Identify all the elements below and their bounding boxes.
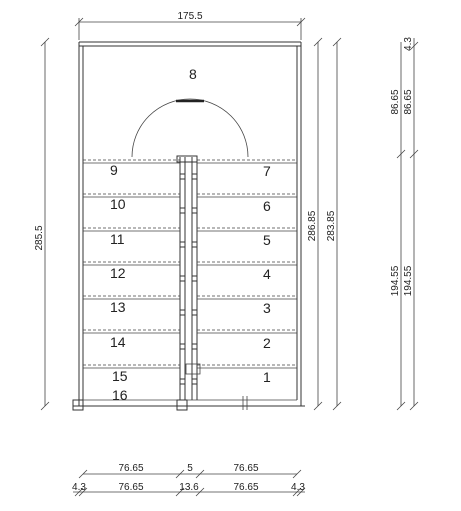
right-dimension-outer: 283.85	[326, 37, 342, 411]
bottom-row2-cap-left: 4.3	[72, 482, 86, 493]
step-label-1: 1	[263, 369, 271, 385]
baluster-post	[179, 309, 186, 316]
step-label-10: 10	[110, 196, 126, 212]
baluster-post	[191, 173, 198, 180]
bottom-row2-mid: 13.6	[179, 482, 199, 493]
step-label-6: 6	[263, 198, 271, 214]
top-dimension: 175.5	[74, 11, 306, 40]
baluster-post	[179, 207, 186, 214]
baluster-post	[179, 343, 186, 350]
step-label-5: 5	[263, 232, 271, 248]
step-label-9: 9	[110, 162, 118, 178]
bottom-row1-right: 76.65	[233, 463, 258, 474]
baluster-post	[191, 241, 198, 248]
bottom-row2-right: 76.65	[233, 482, 258, 493]
step-label-11: 11	[110, 231, 125, 247]
left-height-label: 285.5	[34, 225, 45, 250]
top-width-label: 175.5	[177, 11, 202, 22]
left-step-labels: 9 10 11 12 13 14 15 16	[110, 162, 128, 403]
landing-label-group: 8	[189, 66, 197, 82]
right-dimension-inner: 286.85	[307, 37, 323, 411]
step-label-4: 4	[263, 266, 271, 282]
stair-frame	[72, 41, 305, 411]
baluster-post	[179, 173, 186, 180]
right-height-outer-label: 283.85	[326, 210, 337, 241]
baluster-post	[191, 275, 198, 282]
bottom-row2-cap-right: 4.3	[291, 482, 305, 493]
baluster-post	[191, 309, 198, 316]
right-height-inner-label: 286.85	[307, 210, 318, 241]
bottom-row2-left: 76.65	[118, 482, 143, 493]
step-label-14: 14	[110, 334, 126, 350]
step-label-12: 12	[110, 265, 126, 281]
right-step-labels: 7 6 5 4 3 2 1	[263, 163, 271, 385]
baluster-post	[191, 343, 198, 350]
split-b-top-label: 86.65	[403, 89, 414, 114]
right-split-dimension-a: 86.65 194.55	[390, 42, 406, 411]
split-b-bottom-label: 194.55	[403, 265, 414, 296]
baluster-post	[179, 378, 186, 385]
step-label-7: 7	[263, 163, 271, 179]
split-a-top-label: 86.65	[390, 89, 401, 114]
baluster-posts	[179, 173, 198, 385]
split-b-cap-label: 4.3	[403, 37, 414, 51]
baluster-post	[191, 378, 198, 385]
step-label-16: 16	[112, 387, 128, 403]
bottom-dimension-row-1: 76.65 5 76.65	[78, 463, 302, 479]
baluster-post	[179, 241, 186, 248]
baluster-post	[179, 275, 186, 282]
baluster-post	[191, 207, 198, 214]
landing-label: 8	[189, 66, 197, 82]
right-split-dimension-b: 4.3 86.65 194.55	[403, 37, 419, 411]
bottom-row1-mid: 5	[187, 463, 193, 474]
step-label-13: 13	[110, 299, 126, 315]
split-a-bottom-label: 194.55	[390, 265, 401, 296]
left-dimension: 285.5	[34, 37, 50, 411]
step-label-2: 2	[263, 335, 271, 351]
bottom-row1-left: 76.65	[118, 463, 143, 474]
step-label-3: 3	[263, 300, 271, 316]
bottom-dimension-row-2: 4.3 76.65 13.6 76.65 4.3	[72, 482, 305, 497]
landing-arc	[131, 98, 249, 158]
step-treads	[83, 159, 297, 369]
step-label-15: 15	[112, 368, 128, 384]
